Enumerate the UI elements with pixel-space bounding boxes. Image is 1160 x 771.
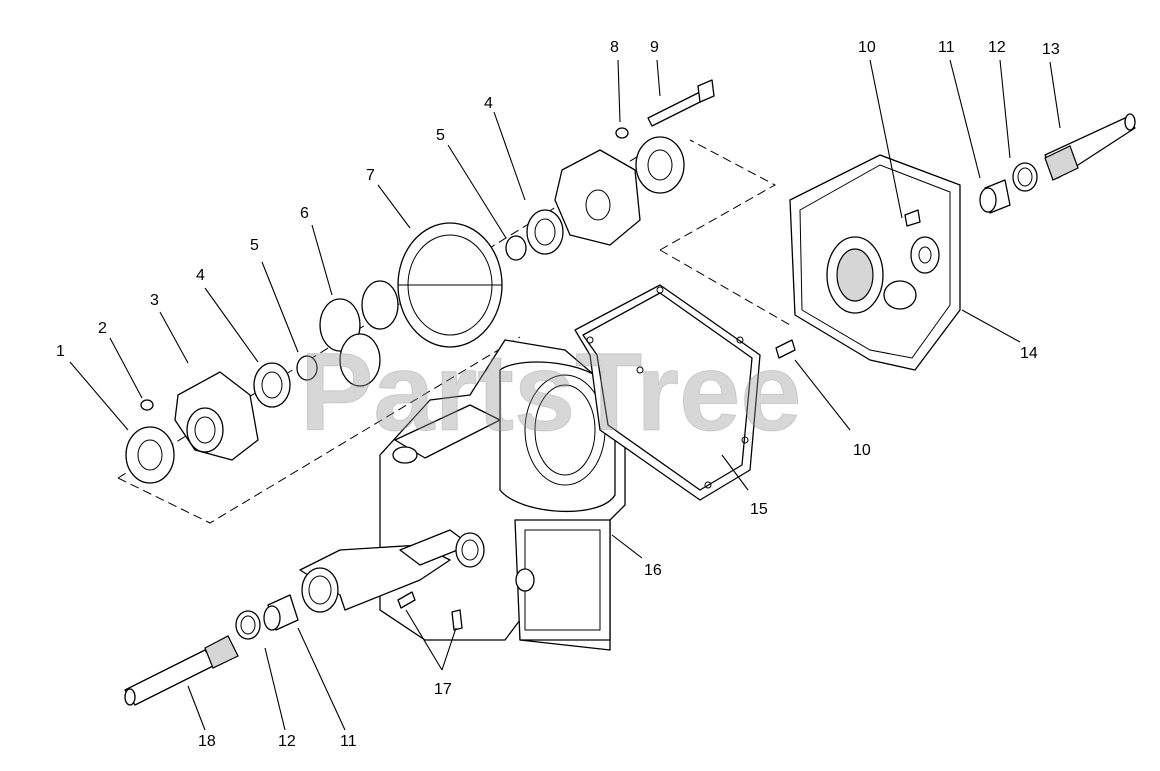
callout-14: 14: [1020, 345, 1038, 362]
bolt[interactable]: [647, 79, 715, 127]
callout-11: 11: [340, 733, 357, 750]
housing-gasket[interactable]: [574, 284, 761, 501]
output-shaft-lower[interactable]: [124, 635, 239, 706]
callout-16: 16: [644, 562, 662, 579]
transmission-housing[interactable]: [299, 339, 626, 651]
callout-4: 4: [484, 95, 493, 112]
sun-gear-right[interactable]: [526, 209, 564, 255]
callout-12: 12: [988, 39, 1006, 56]
bushing-lower[interactable]: [263, 594, 299, 631]
thrust-washer-right[interactable]: [505, 235, 527, 261]
callout-8: 8: [610, 39, 619, 56]
transmission-cover[interactable]: [789, 154, 961, 371]
callout-9: 9: [650, 39, 659, 56]
callout-12: 12: [278, 733, 296, 750]
callout-11: 11: [938, 39, 955, 56]
watermark-text: PartsTree: [300, 331, 801, 454]
carrier-plate-left[interactable]: [174, 371, 259, 461]
callout-labels: 1 2 3 4 5 6 7 5 4 8 9 10 11 12 13 14 10 …: [56, 39, 1060, 750]
sun-gear-left[interactable]: [253, 362, 291, 408]
callout-5: 5: [436, 127, 445, 144]
callout-10: 10: [853, 442, 871, 459]
dowel-pin-lower[interactable]: [775, 339, 796, 359]
callout-7: 7: [366, 167, 375, 184]
leader-lines: [69, 59, 1061, 731]
callout-17: 17: [434, 681, 452, 698]
callout-13: 13: [1042, 41, 1060, 58]
callout-10: 10: [858, 39, 876, 56]
callout-18: 18: [198, 733, 216, 750]
nut[interactable]: [140, 399, 154, 411]
bushing-upper[interactable]: [979, 179, 1011, 214]
callout-5: 5: [250, 237, 259, 254]
planet-gears[interactable]: [319, 280, 399, 387]
washer[interactable]: [615, 127, 629, 139]
callout-6: 6: [300, 205, 309, 222]
output-shaft-upper[interactable]: [1044, 113, 1136, 181]
bearing-upper[interactable]: [1012, 162, 1038, 192]
callout-3: 3: [150, 292, 159, 309]
seal-right[interactable]: [635, 136, 685, 194]
seal-left[interactable]: [125, 426, 175, 484]
thrust-washer-left[interactable]: [296, 355, 318, 381]
ring-gear[interactable]: [397, 222, 503, 348]
callout-2: 2: [98, 320, 107, 337]
callout-4: 4: [196, 267, 205, 284]
set-screws[interactable]: [397, 591, 463, 631]
carrier-plate-right[interactable]: [554, 149, 641, 246]
callout-1: 1: [56, 343, 65, 360]
bearing-lower[interactable]: [235, 610, 261, 640]
callout-15: 15: [750, 501, 768, 518]
